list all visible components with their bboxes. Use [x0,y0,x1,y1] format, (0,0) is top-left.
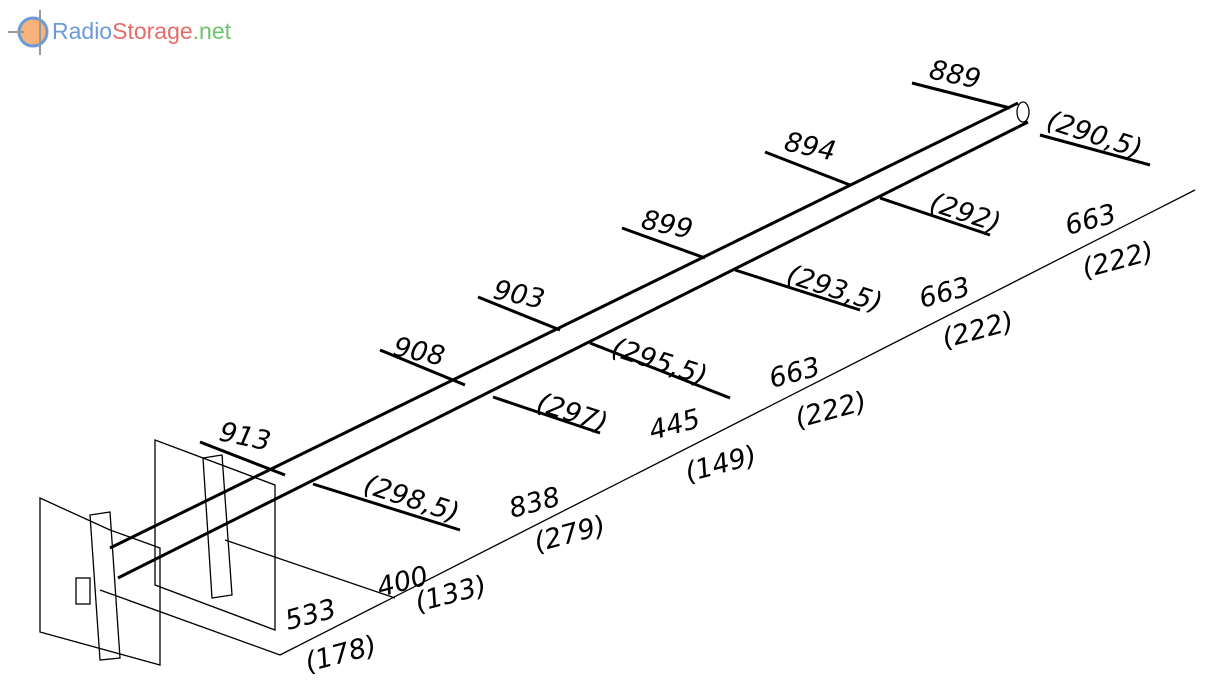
spacing-alt-value: (222) [939,306,1017,355]
element-length-label: 908 [391,332,448,373]
element-upper-half [764,150,851,187]
logo-transistor-icon [8,10,49,55]
element-upper-half [379,348,466,387]
element-lower-half [492,395,601,435]
spacing-labels: 533(178)400(133)838(279)445(149)663(222)… [282,198,1157,678]
spacing-alt-value: (222) [792,386,870,435]
spacing-value: 663 [766,351,824,394]
spacing-value: 663 [916,271,974,314]
element-half-length-label: (293,5) [783,259,886,319]
element-half-length-label: (298,5) [360,469,463,529]
logo-storage: Storage [112,18,193,44]
element-half-length-label: (295,5) [608,332,711,392]
director-elements: 889(290,5)894(292)899(293,5)903(295,5)90… [199,55,1151,532]
element-half-length-label: (297) [533,387,612,439]
spacing-value: 533 [282,593,340,636]
element-upper-half [477,295,561,332]
element-lower-half [589,341,731,400]
element-half-length-label: (292) [926,187,1005,239]
element-half-length-label: (290,5) [1043,105,1146,165]
logo-net: .net [192,18,232,44]
boom [109,101,1030,580]
spacing-value: 838 [506,481,564,524]
element-upper-half [621,226,706,260]
spacing-value: 445 [646,403,704,446]
element-upper-half [199,440,286,477]
element-length-label: 899 [639,205,696,246]
logo-text: RadioStorage.net [52,18,231,45]
element-upper-half [911,81,1011,110]
spacing-alt-value: (149) [682,440,760,489]
element-lower-half [1039,133,1151,167]
element-lower-half [312,482,461,532]
element-lower-half [879,196,991,237]
element-length-label: 903 [491,275,548,316]
spacing-alt-value: (279) [531,510,609,559]
element-lower-half [734,268,861,312]
spacing-value: 663 [1062,198,1120,241]
reflector [39,439,276,666]
logo-radio: Radio [52,18,113,44]
dimension-line [99,189,1196,656]
